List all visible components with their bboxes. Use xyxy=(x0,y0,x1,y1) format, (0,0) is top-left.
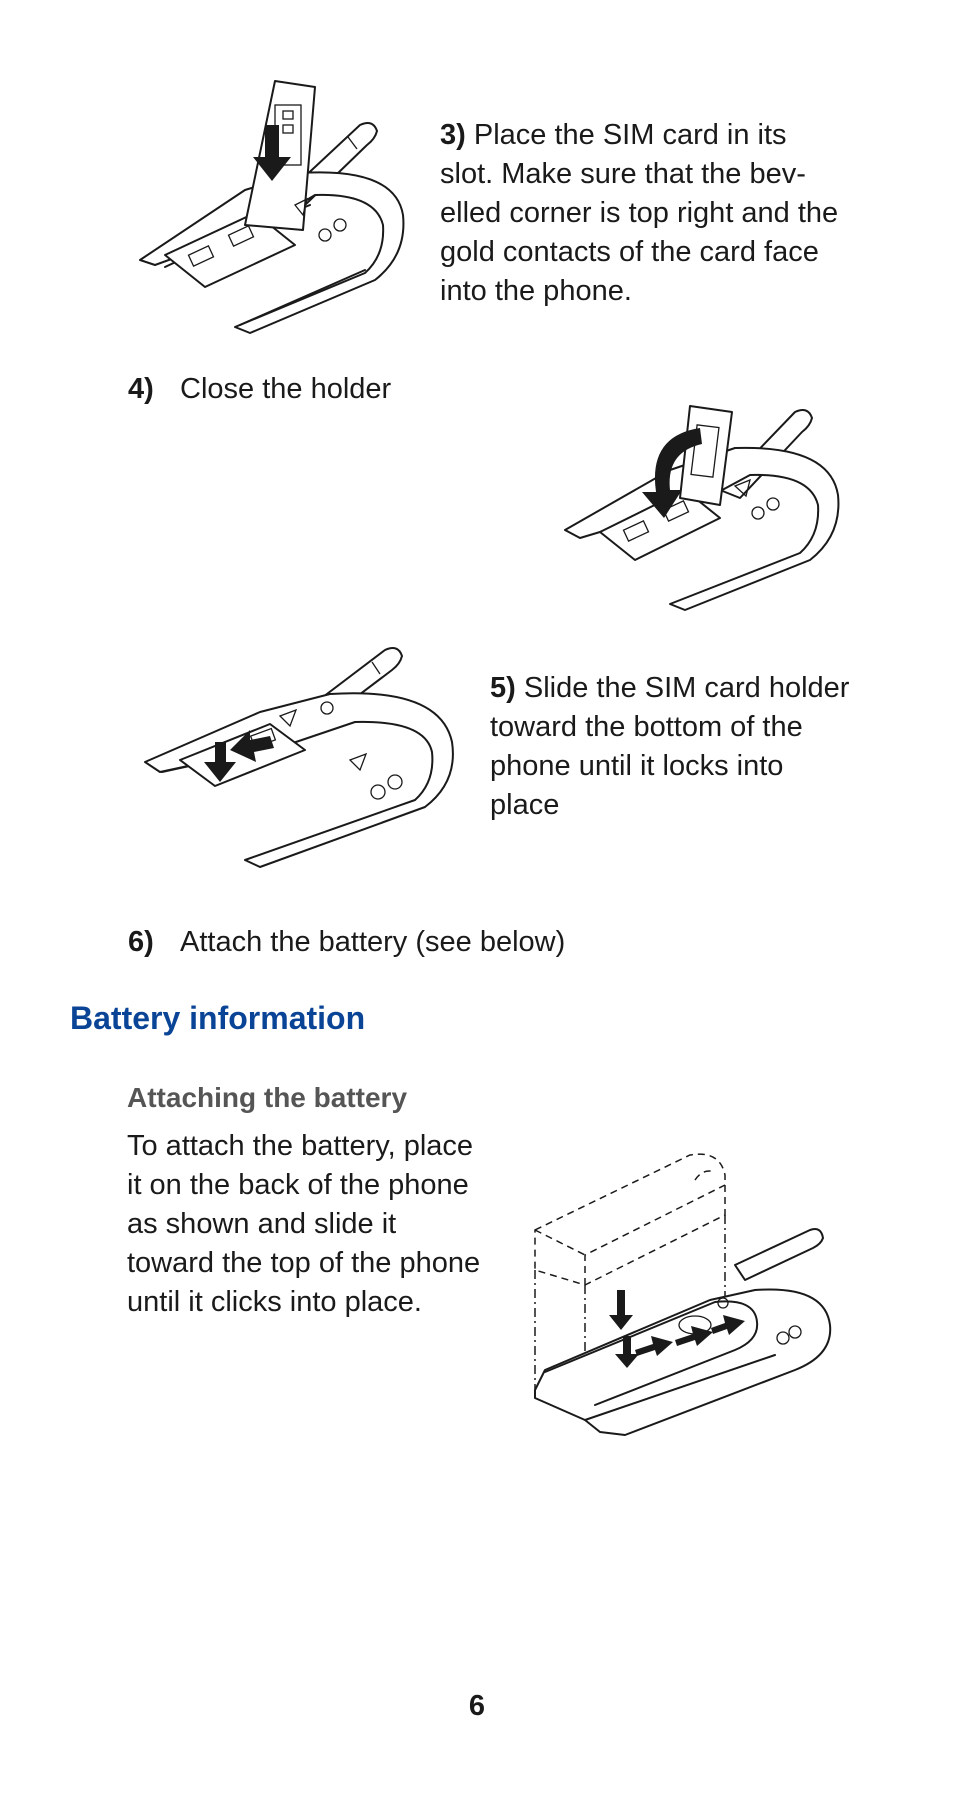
step-4-number: 4) xyxy=(128,373,154,405)
step-4-text: Close the holder xyxy=(180,373,392,405)
sim-holder-slide-illustration xyxy=(144,647,454,868)
sim-insert-illustration xyxy=(139,80,405,334)
battery-instructions: To attach the battery, place it on the b… xyxy=(127,1130,481,1318)
step-3-text: Place the SIM card in its slot. Make sur… xyxy=(440,119,839,307)
page-number: 6 xyxy=(468,1690,486,1722)
sim-holder-close-illustration xyxy=(564,405,840,611)
section-title: Battery information xyxy=(70,1000,366,1036)
step-5-number: 5) xyxy=(490,672,516,704)
step-4-row: 4) Close the holder xyxy=(128,370,391,409)
section-subtitle: Attaching the battery xyxy=(127,1082,408,1113)
step-5-paragraph: 5) Slide the SIM card holder toward the … xyxy=(490,669,850,825)
step-6-number: 6) xyxy=(128,926,154,958)
step-3-paragraph: 3) Place the SIM card in its slot. Make … xyxy=(440,116,840,311)
step-5-text: Slide the SIM card holder toward the bot… xyxy=(490,672,850,821)
step-3-number: 3) xyxy=(440,119,466,151)
step-6-row: 6) Attach the battery (see below) xyxy=(128,923,565,962)
battery-attach-illustration xyxy=(534,1153,832,1436)
step-6-text: Attach the battery (see below) xyxy=(180,926,566,958)
